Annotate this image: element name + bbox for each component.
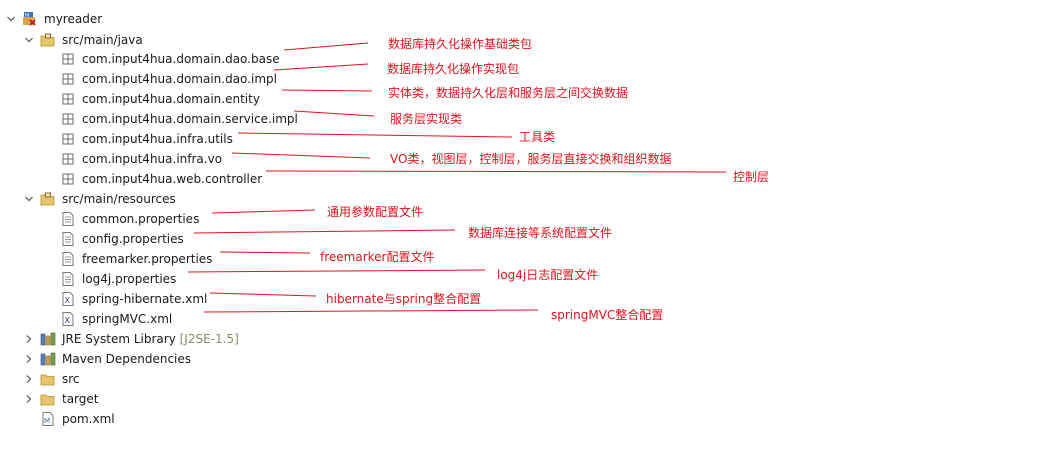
tree-item-log4j-properties[interactable]: log4j.properties bbox=[60, 270, 176, 288]
package-icon bbox=[60, 131, 76, 147]
tree-item-label: springMVC.xml bbox=[82, 312, 172, 326]
tree-item-label: log4j.properties bbox=[82, 272, 176, 286]
source-folder-icon bbox=[40, 32, 56, 48]
package-icon bbox=[60, 91, 76, 107]
tree-item-text: src bbox=[62, 372, 80, 386]
tree-item-label: Maven Dependencies bbox=[62, 352, 191, 366]
tree-item-freemarker-properties[interactable]: freemarker.properties bbox=[60, 250, 212, 268]
tree-item-label: pom.xml bbox=[62, 412, 115, 426]
text-file-icon bbox=[60, 211, 76, 227]
tree-item-target[interactable]: target bbox=[26, 390, 99, 408]
tree-item-label: freemarker.properties bbox=[82, 252, 212, 266]
tree-item-text: com.input4hua.infra.utils bbox=[82, 132, 233, 146]
svg-text:X: X bbox=[65, 316, 71, 325]
xml-file-icon: X bbox=[60, 291, 76, 307]
package-icon bbox=[60, 51, 76, 67]
xml-file-icon: X bbox=[60, 311, 76, 327]
tree-item-infra-vo[interactable]: com.input4hua.infra.vo bbox=[60, 150, 222, 168]
tree-item-text: springMVC.xml bbox=[82, 312, 173, 326]
chevron-right-icon[interactable] bbox=[24, 370, 34, 388]
svg-text:X: X bbox=[65, 296, 71, 305]
tree-item-label: com.input4hua.domain.dao.impl bbox=[82, 72, 277, 86]
tree-item-text: spring-hibernate.xml bbox=[82, 292, 208, 306]
tree-item-label: target bbox=[62, 392, 99, 406]
tree-item-label: src/main/resources bbox=[62, 192, 176, 206]
tree-item-src-main-java[interactable]: src/main/java bbox=[25, 31, 143, 49]
tree-item-label: src bbox=[62, 372, 80, 386]
tree-item-text: JRE System Library bbox=[62, 332, 176, 346]
source-folder-icon bbox=[40, 191, 56, 207]
tree-item-label: com.input4hua.infra.vo bbox=[82, 152, 222, 166]
folder-icon bbox=[40, 371, 56, 387]
tree-item-jre-library[interactable]: JRE System Library [J2SE-1.5] bbox=[26, 330, 239, 348]
chevron-right-icon[interactable] bbox=[24, 350, 34, 368]
tree-item-text: myreader bbox=[44, 12, 103, 26]
tree-item-text: com.input4hua.domain.dao.impl bbox=[82, 72, 277, 86]
tree-item-common-properties[interactable]: common.properties bbox=[60, 210, 199, 228]
tree-item-label: com.input4hua.domain.entity bbox=[82, 92, 260, 106]
tree-item-text: log4j.properties bbox=[82, 272, 177, 286]
tree-item-label: spring-hibernate.xml bbox=[82, 292, 207, 306]
tree-item-label: common.properties bbox=[82, 212, 199, 226]
chevron-down-icon[interactable] bbox=[24, 190, 34, 208]
folder-icon bbox=[40, 391, 56, 407]
tree-item-text: com.input4hua.domain.entity bbox=[82, 92, 260, 106]
package-icon bbox=[60, 71, 76, 87]
library-icon bbox=[40, 351, 56, 367]
tree-item-dao-impl[interactable]: com.input4hua.domain.dao.impl bbox=[60, 70, 277, 88]
maven-pom-icon: M bbox=[40, 411, 56, 427]
tree-item-label: com.input4hua.domain.service.impl bbox=[82, 112, 298, 126]
text-file-icon bbox=[60, 231, 76, 247]
text-file-icon bbox=[60, 251, 76, 267]
tree-item-text: src/main/java bbox=[62, 33, 143, 47]
tree-item-maven-dependencies[interactable]: Maven Dependencies bbox=[26, 350, 191, 368]
tree-item-label: src/main/java bbox=[62, 33, 143, 47]
tree-item-text: Maven Dependencies bbox=[62, 352, 192, 366]
tree-item-entity[interactable]: com.input4hua.domain.entity bbox=[60, 90, 260, 108]
tree-item-label: com.input4hua.web.controller bbox=[82, 172, 262, 186]
text-file-icon bbox=[60, 271, 76, 287]
library-icon bbox=[40, 331, 56, 347]
tree-item-web-controller[interactable]: com.input4hua.web.controller bbox=[60, 170, 262, 188]
svg-text:M: M bbox=[44, 417, 50, 425]
tree-item-text: common.properties bbox=[82, 212, 200, 226]
chevron-right-icon[interactable] bbox=[24, 330, 34, 348]
tree-item-text: config.properties bbox=[82, 232, 184, 246]
tree-item-service-impl[interactable]: com.input4hua.domain.service.impl bbox=[60, 110, 298, 128]
tree-item-infra-utils[interactable]: com.input4hua.infra.utils bbox=[60, 130, 233, 148]
tree-item-text: com.input4hua.web.controller bbox=[82, 172, 263, 186]
tree-item-label: JRE System Library [J2SE-1.5] bbox=[62, 332, 239, 346]
tree-item-text: com.input4hua.domain.dao.base bbox=[82, 52, 280, 66]
tree-item-text: freemarker.properties bbox=[82, 252, 213, 266]
svg-text:M: M bbox=[25, 13, 29, 19]
maven-project-icon: M bbox=[22, 11, 38, 27]
package-icon bbox=[60, 111, 76, 127]
tree-item-src[interactable]: src bbox=[26, 370, 80, 388]
chevron-down-icon[interactable] bbox=[6, 10, 16, 28]
chevron-down-icon[interactable] bbox=[24, 31, 34, 49]
tree-item-text: src/main/resources bbox=[62, 192, 176, 206]
package-icon bbox=[60, 151, 76, 167]
tree-item-config-properties[interactable]: config.properties bbox=[60, 230, 184, 248]
tree-item-dao-base[interactable]: com.input4hua.domain.dao.base bbox=[60, 50, 280, 68]
tree-item-text: pom.xml bbox=[62, 412, 115, 426]
tree-item-decoration: [J2SE-1.5] bbox=[179, 332, 239, 346]
tree-item-label: myreader bbox=[44, 12, 102, 26]
tree-item-src-main-resources[interactable]: src/main/resources bbox=[25, 190, 176, 208]
tree-item-label: com.input4hua.domain.dao.base bbox=[82, 52, 280, 66]
chevron-right-icon[interactable] bbox=[24, 390, 34, 408]
tree-item-label: config.properties bbox=[82, 232, 184, 246]
tree-item-text: com.input4hua.domain.service.impl bbox=[82, 112, 298, 126]
tree-item-text: com.input4hua.infra.vo bbox=[82, 152, 223, 166]
package-icon bbox=[60, 171, 76, 187]
tree-item-label: com.input4hua.infra.utils bbox=[82, 132, 233, 146]
tree-item-text: target bbox=[62, 392, 99, 406]
